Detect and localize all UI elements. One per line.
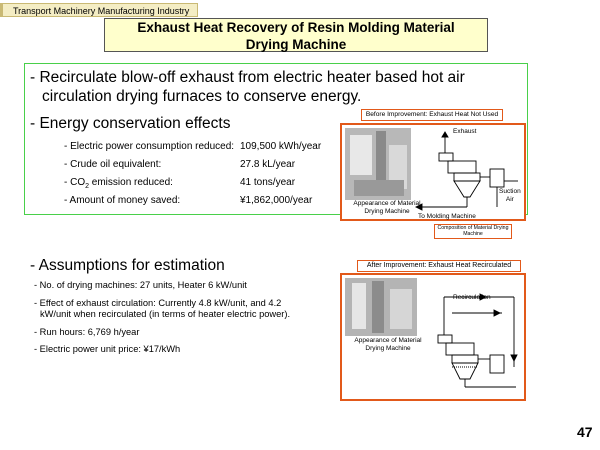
bullet-energy-effects: - Energy conservation effects	[30, 115, 231, 132]
before-photo-caption-line1: Appearance of Material	[353, 200, 421, 207]
suction-label-line2: Air	[505, 196, 514, 203]
effect-label: - Crude oil equivalent:	[64, 159, 162, 170]
effect-label-prefix: - CO	[64, 177, 86, 188]
assumption-item: - Electric power unit price: ¥17/kWh	[34, 344, 181, 354]
effect-value: 27.8 kL/year	[240, 159, 296, 170]
before-diagram	[345, 128, 518, 211]
effect-row: - Crude oil equivalent: 27.8 kL/year	[64, 158, 330, 176]
before-photo-caption: Appearance of Material Drying Machine	[349, 200, 425, 216]
to-molding-label: To Molding Machine	[418, 213, 476, 220]
suction-air-label: Suction Air	[499, 188, 521, 204]
slide-title-line2: Drying Machine	[245, 37, 347, 52]
category-tag: Transport Machinery Manufacturing Indust…	[2, 3, 198, 17]
assumptions-list: - No. of drying machines: 27 units, Heat…	[34, 280, 324, 362]
effect-row: - Amount of money saved: ¥1,862,000/year	[64, 194, 330, 212]
effect-value: 41 tons/year	[240, 177, 296, 188]
assumption-item: - No. of drying machines: 27 units, Heat…	[34, 280, 247, 290]
before-label: Before Improvement: Exhaust Heat Not Use…	[361, 109, 503, 121]
after-photo-caption-line2: Drying Machine	[365, 345, 411, 352]
before-diagram-box	[340, 123, 526, 221]
effects-list: - Electric power consumption reduced: 10…	[64, 140, 330, 212]
suction-label-line1: Suction	[499, 188, 521, 195]
page-number: 47	[577, 424, 593, 440]
effect-label: - CO2 emission reduced:	[64, 176, 240, 194]
assumptions-heading: - Assumptions for estimation	[30, 257, 225, 274]
after-diagram	[345, 278, 518, 388]
exhaust-label: Exhaust	[453, 128, 477, 135]
after-diagram-box	[340, 273, 526, 401]
before-schematic	[414, 131, 518, 211]
bullet-recirculate-line1: - Recirculate blow-off exhaust from elec…	[30, 69, 465, 86]
effect-label-sub: 2	[85, 183, 90, 190]
effect-label-suffix: emission reduced:	[89, 177, 173, 188]
after-label: After Improvement: Exhaust Heat Recircul…	[357, 260, 521, 272]
after-photo-caption-line1: Appearance of Material	[354, 337, 422, 344]
composition-caption: Composition of Material Drying Machine	[434, 224, 512, 239]
bullet-recirculate: - Recirculate blow-off exhaust from elec…	[30, 68, 520, 106]
effect-value: 109,500 kWh/year	[240, 141, 322, 152]
main-content-box	[24, 63, 528, 215]
effect-row: - Electric power consumption reduced: 10…	[64, 140, 330, 158]
effect-row: - CO2 emission reduced: 41 tons/year	[64, 176, 330, 194]
assumption-item: - Run hours: 6,769 h/year	[34, 326, 140, 337]
after-photo-caption: Appearance of Material Drying Machine	[348, 337, 428, 353]
assumption-item: - Effect of exhaust circulation: Current…	[34, 297, 282, 308]
slide-title-line1: Exhaust Heat Recovery of Resin Molding M…	[137, 20, 455, 35]
slide-title: Exhaust Heat Recovery of Resin Molding M…	[104, 18, 488, 52]
bullet-recirculate-line2: circulation drying furnaces to conserve …	[42, 88, 362, 105]
after-schematic	[437, 293, 518, 388]
before-photo-caption-line2: Drying Machine	[364, 208, 410, 215]
recirculation-label: Recirculation	[453, 294, 491, 301]
assumption-item-continued: kW/unit when recirculated (in terms of h…	[40, 309, 291, 319]
composition-caption-line2: Machine	[463, 231, 483, 237]
effect-label: - Amount of money saved:	[64, 195, 181, 206]
effect-label: - Electric power consumption reduced:	[64, 141, 235, 152]
effect-value: ¥1,862,000/year	[240, 195, 313, 206]
composition-caption-line1: Composition of Material Drying	[437, 225, 509, 231]
